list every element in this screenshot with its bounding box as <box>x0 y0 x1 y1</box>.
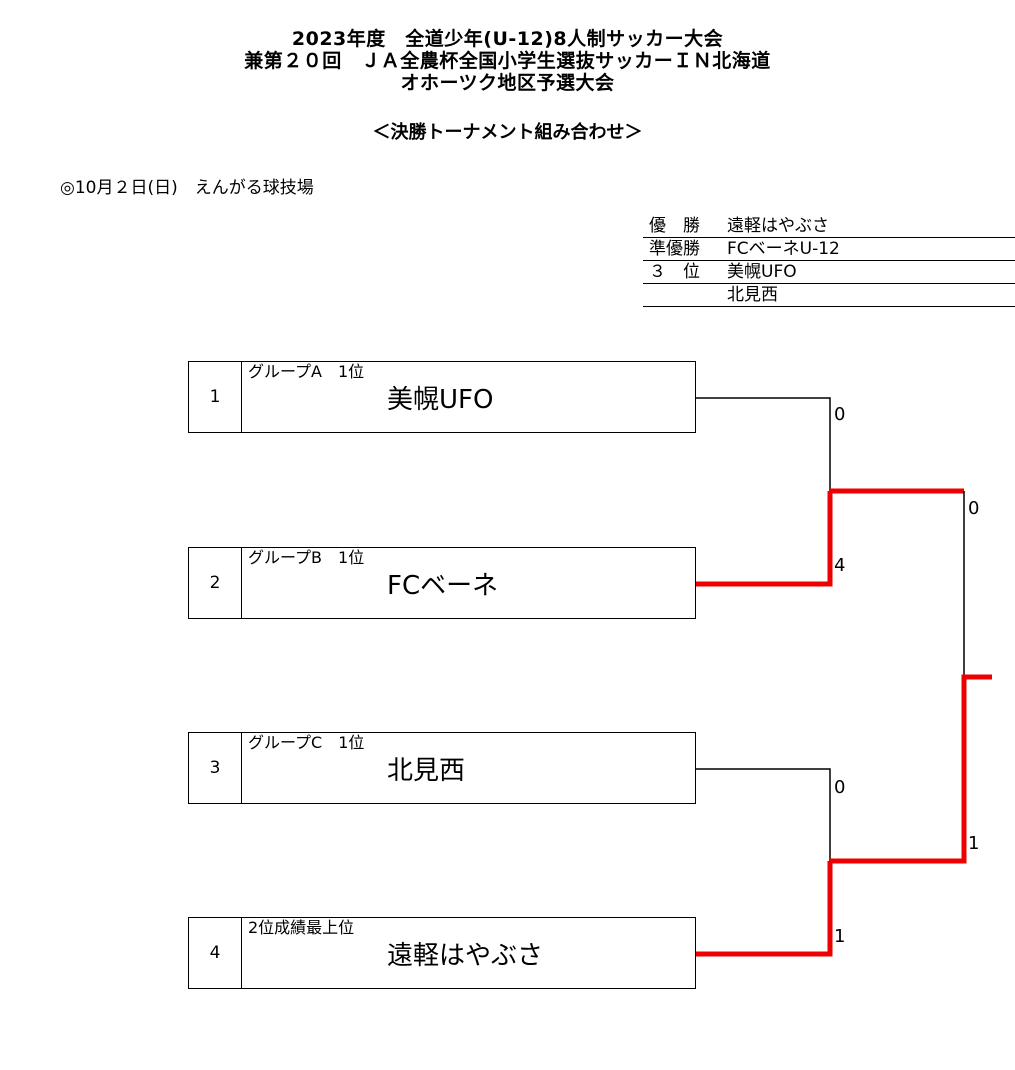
seed-number: 4 <box>189 918 242 988</box>
score-sf1-team1: 0 <box>834 404 846 425</box>
score-sf2-team3: 0 <box>834 777 846 798</box>
bracket-line-team3 <box>696 768 831 861</box>
result-row-third: ３ 位 美幌UFO <box>643 261 1015 284</box>
result-team: 北見西 <box>727 285 778 305</box>
result-rank: 準優勝 <box>649 239 700 259</box>
team-box-3: 3 グループC 1位 北見西 <box>188 732 696 804</box>
score-final-bottom: 1 <box>968 833 980 854</box>
result-row-runner-up: 準優勝 FCベーネU-12 <box>643 238 1015 261</box>
result-team: 遠軽はやぶさ <box>727 216 829 236</box>
title-line-2: 兼第２０回 ＪＡ全農杯全国小学生選抜サッカーＩＮ北海道 <box>244 50 771 72</box>
subtitle: ＜決勝トーナメント組み合わせ＞ <box>372 122 643 143</box>
team-box-1: 1 グループA 1位 美幌UFO <box>188 361 696 433</box>
team-name: 北見西 <box>387 756 466 786</box>
team-box-4: 4 2位成績最上位 遠軽はやぶさ <box>188 917 696 989</box>
score-sf2-team4: 1 <box>834 926 846 947</box>
seed-number: 2 <box>189 548 242 618</box>
result-team: FCベーネU-12 <box>727 239 840 259</box>
bracket-line-team1 <box>696 397 831 491</box>
score-sf1-team2: 4 <box>834 555 846 576</box>
team-box-2: 2 グループB 1位 FCベーネ <box>188 547 696 619</box>
team-name: 遠軽はやぶさ <box>387 941 544 971</box>
seed-number: 1 <box>189 362 242 432</box>
date-venue: ◎10月２日(日) えんがる球技場 <box>60 178 314 198</box>
team-name: FCベーネ <box>387 571 499 601</box>
result-rank: 優 勝 <box>649 216 700 236</box>
results-table: 優 勝 遠軽はやぶさ 準優勝 FCベーネU-12 ３ 位 美幌UFO 北見西 <box>643 215 1015 307</box>
result-team: 美幌UFO <box>727 262 797 282</box>
result-row-winner: 優 勝 遠軽はやぶさ <box>643 215 1015 238</box>
seed-number: 3 <box>189 733 242 803</box>
group-label: グループA 1位 <box>248 362 365 381</box>
bracket-line-team4-winner <box>696 861 833 957</box>
bracket-line-team2-winner <box>696 491 833 587</box>
group-label: グループB 1位 <box>248 548 365 567</box>
result-row-third-2: 北見西 <box>643 284 1015 307</box>
score-final-top: 0 <box>968 498 980 519</box>
team-name: 美幌UFO <box>387 385 494 415</box>
result-rank: ３ 位 <box>649 262 700 282</box>
group-label: 2位成績最上位 <box>248 918 355 937</box>
bracket-line-sf2-winner-champion <box>830 674 992 864</box>
group-label: グループC 1位 <box>248 733 365 752</box>
title-line-3: オホーツク地区予選大会 <box>400 72 615 94</box>
title-line-1: 2023年度 全道少年(U-12)8人制サッカー大会 <box>291 28 724 50</box>
